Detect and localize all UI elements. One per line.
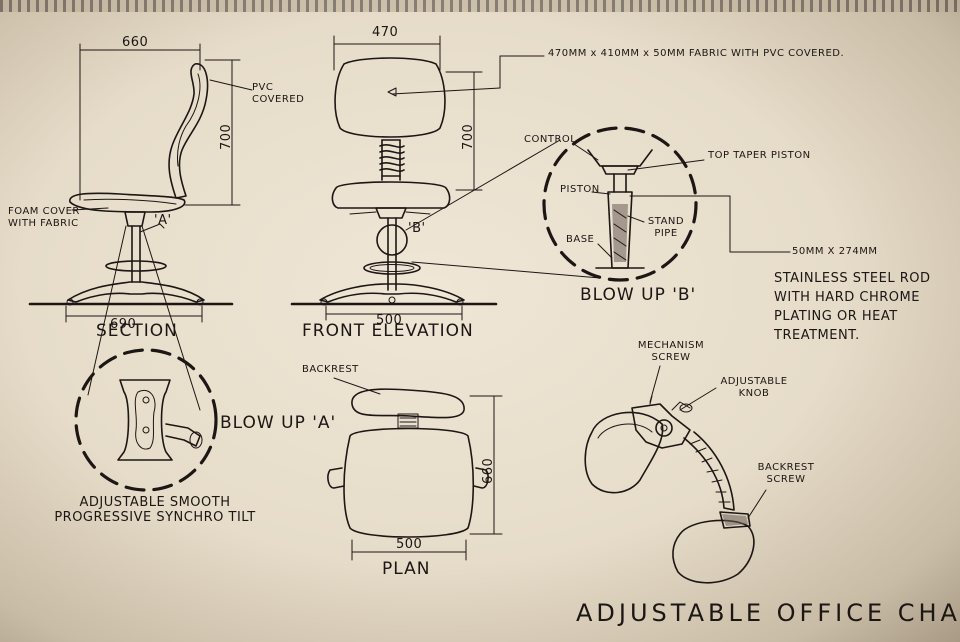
dim-section-base: 690 [110,317,137,332]
dim-front-height: 700 [461,123,476,150]
label-backrest-screw: BACKREST SCREW [757,462,815,485]
view-title-blowup-b: BLOW UP 'B' [580,285,697,305]
label-piston: PISTON [560,184,600,195]
dim-section-height: 700 [219,123,234,150]
perspective-view [584,365,767,584]
label-control: CONTROL [524,134,577,145]
label-mechanism-screw: MECHANISM SCREW [637,340,705,363]
label-backrest: BACKREST [302,364,359,375]
marker-b: 'B' [408,221,426,236]
section-view [28,43,253,411]
label-base: BASE [566,234,595,245]
view-title-plan: PLAN [382,559,431,579]
marker-a: 'A' [154,213,172,228]
label-rod-size: 50MM X 274MM [792,246,878,257]
blowup-b-view [542,126,791,282]
label-rod-spec: STAINLESS STEEL ROD WITH HARD CHROME PLA… [774,271,931,343]
dim-plan-width: 500 [396,537,423,552]
dim-section-width: 660 [122,35,149,50]
label-foam: FOAM COVER WITH FABRIC [8,206,80,229]
view-title-front: FRONT ELEVATION [302,321,474,341]
view-title-blowup-a: BLOW UP 'A' [220,413,337,433]
dim-front-width: 470 [372,25,399,40]
spiral-binding [0,0,960,12]
label-pvc-covered: PVC COVERED [252,82,305,105]
label-stand-pipe: STAND PIPE [647,216,685,239]
dim-plan-depth: 660 [481,457,496,484]
dim-front-base: 500 [376,313,403,328]
label-backrest-spec: 470MM x 410MM x 50MM FABRIC WITH PVC COV… [548,48,845,59]
label-tilt: ADJUSTABLE SMOOTH PROGRESSIVE SYNCHRO TI… [54,495,256,525]
front-elevation-view [290,35,601,321]
view-title-section: SECTION [96,321,178,341]
label-top-taper-piston: TOP TAPER PISTON [708,150,811,161]
label-adjustable-knob: ADJUSTABLE KNOB [720,376,788,399]
drawing-title: ADJUSTABLE OFFICE CHAIR [576,599,960,627]
plan-view [327,377,503,561]
blowup-a-view [74,348,218,492]
